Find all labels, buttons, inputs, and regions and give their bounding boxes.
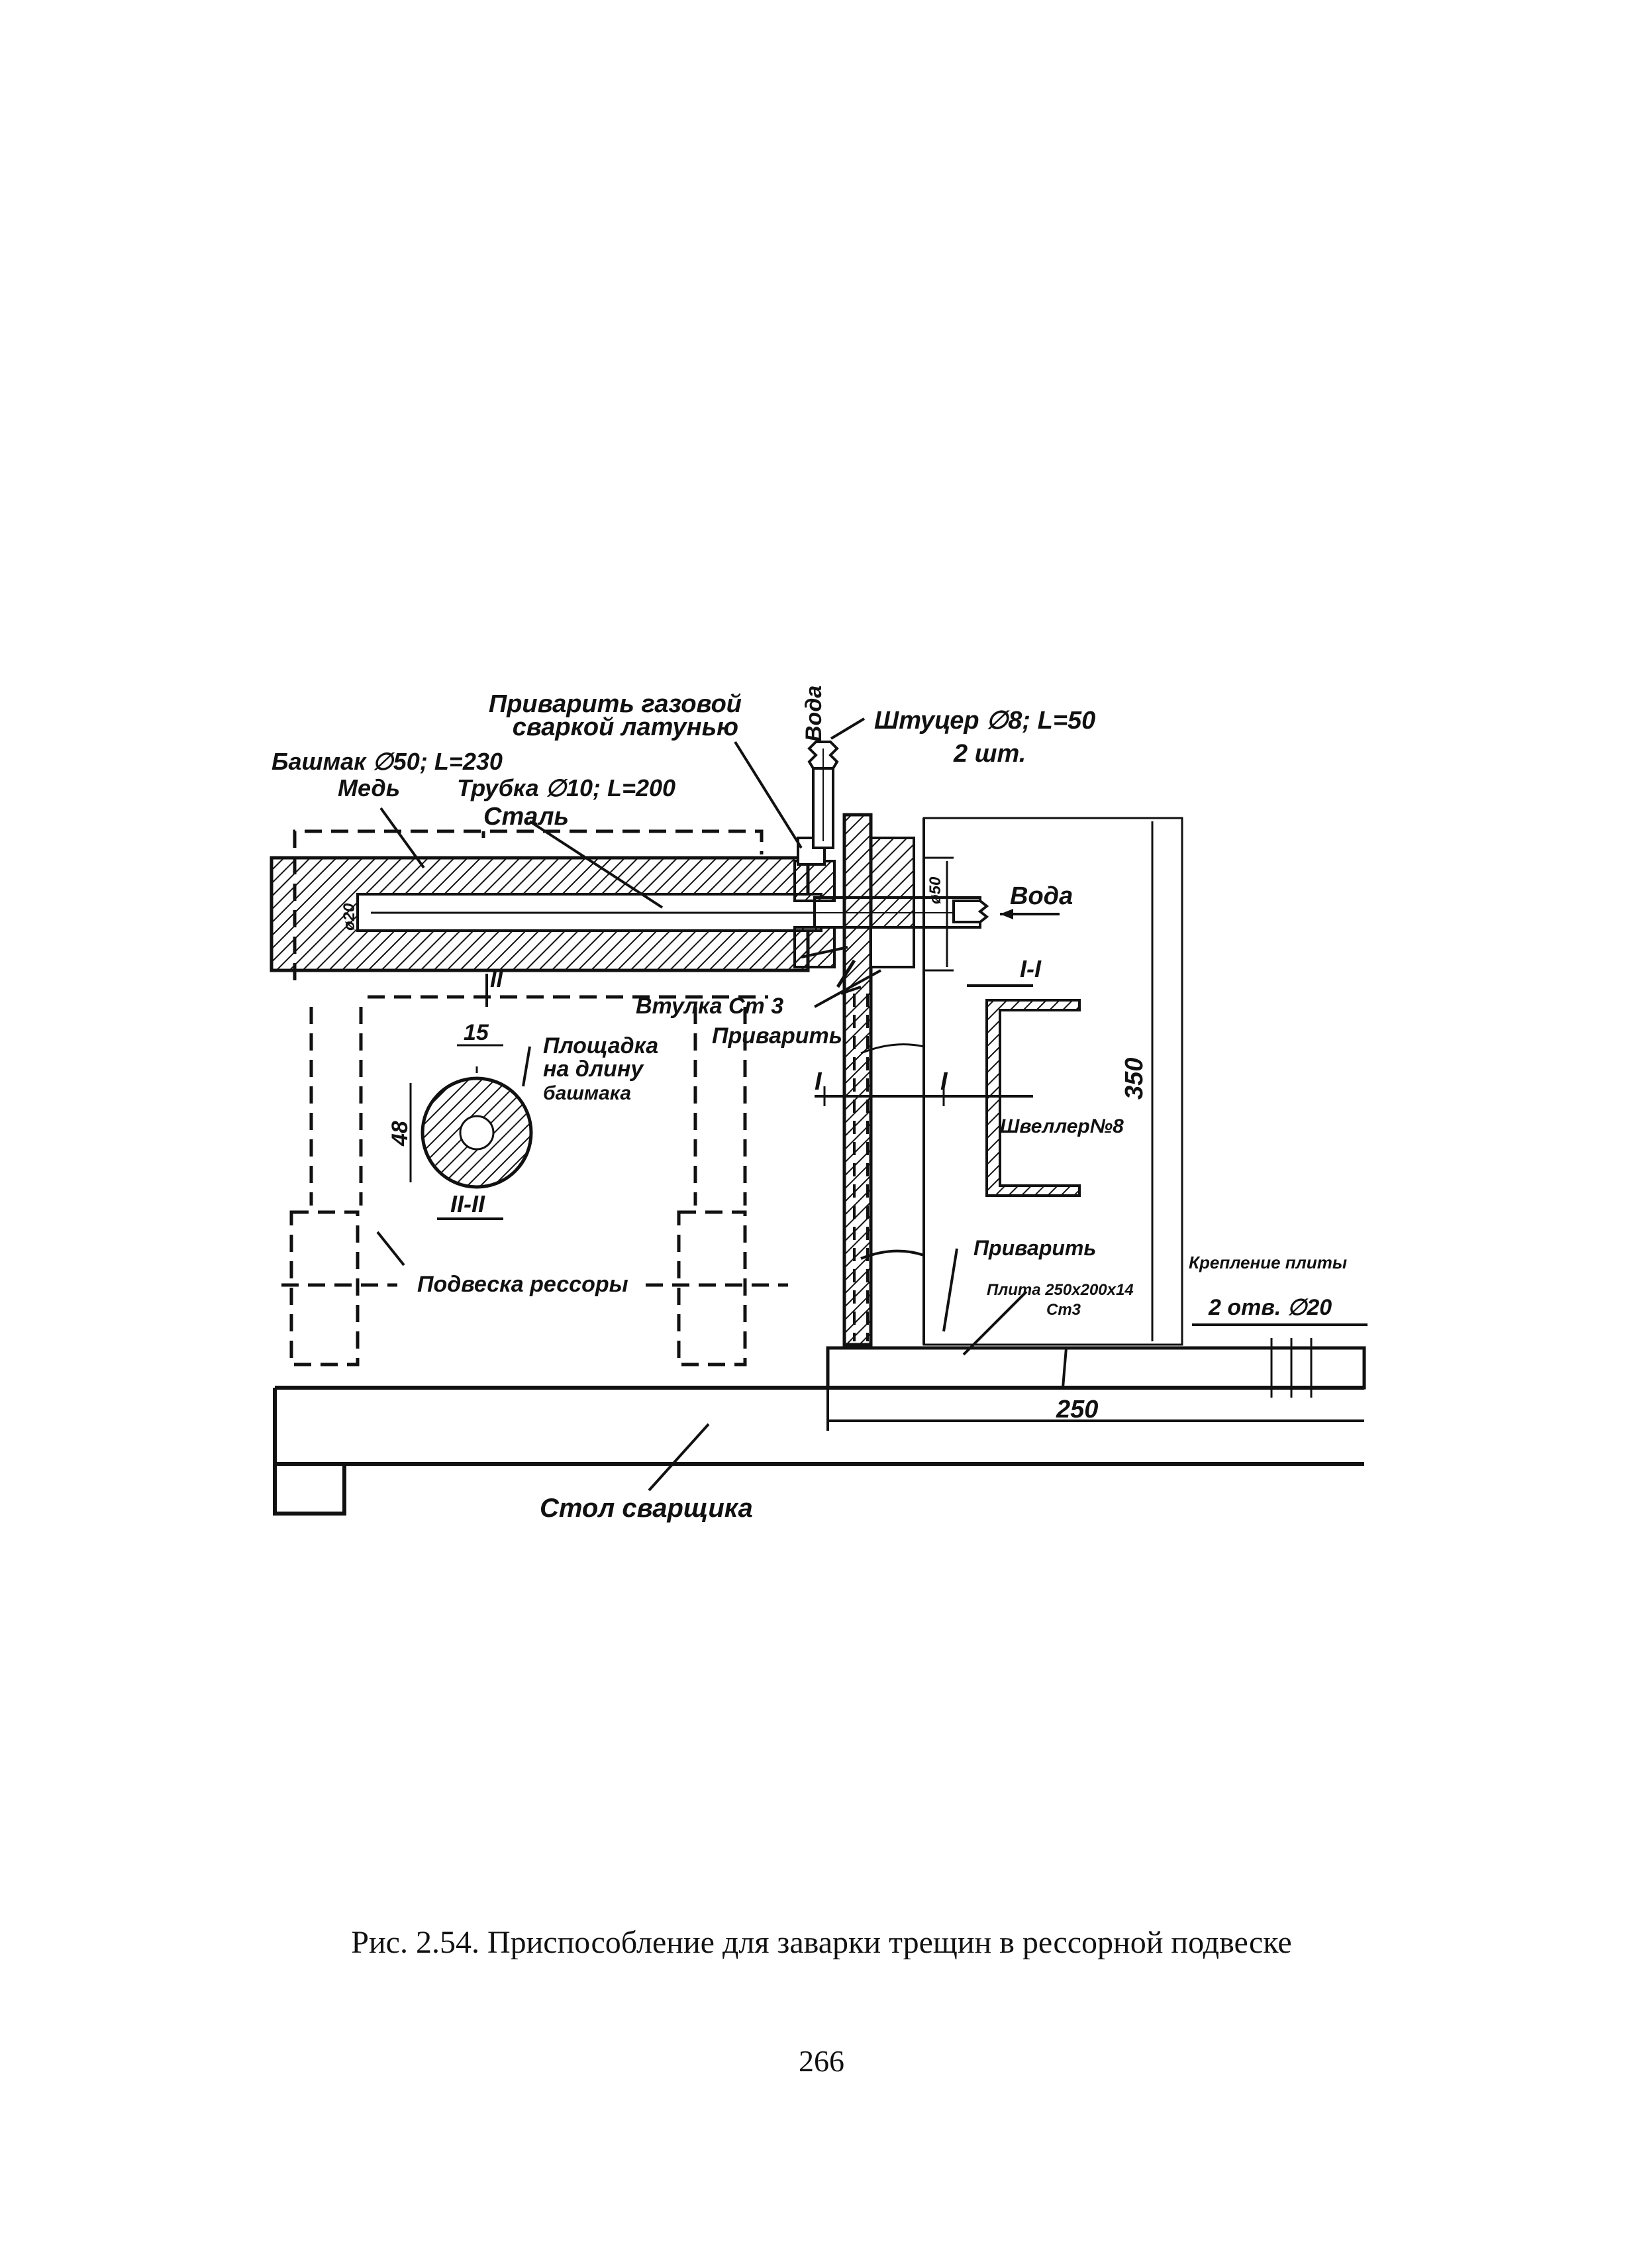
label-mark-II: II bbox=[490, 967, 503, 992]
label-pad-1: Площадка bbox=[543, 1033, 658, 1058]
label-table: Стол сварщика bbox=[540, 1494, 753, 1523]
channel-post bbox=[836, 813, 1183, 1347]
label-fitting-count: 2 шт. bbox=[953, 740, 1026, 768]
label-plate-material: Ст3 bbox=[1046, 1301, 1081, 1319]
label-section-II-II: II-II bbox=[450, 1190, 485, 1217]
label-section-I-I: I-I bbox=[1020, 955, 1042, 982]
label-water-vertical: Вода bbox=[801, 686, 826, 742]
label-pad-3: башмака bbox=[543, 1082, 631, 1104]
label-spring-hanger: Подвеска рессоры bbox=[417, 1272, 628, 1297]
label-dim-15: 15 bbox=[464, 1020, 489, 1045]
label-holes: 2 отв. ∅20 bbox=[1208, 1295, 1332, 1320]
label-pad-2: на длину bbox=[543, 1057, 644, 1082]
label-tube: Трубка ∅10; L=200 bbox=[457, 774, 675, 801]
label-mark-I-right: I bbox=[940, 1068, 948, 1096]
label-dim-50: ø50 bbox=[926, 876, 944, 904]
label-dim-350: 350 bbox=[1120, 1058, 1148, 1100]
label-dim-20: ø20 bbox=[340, 903, 358, 931]
label-channel: Швеллер№8 bbox=[1000, 1115, 1124, 1137]
spring-hanger-outline bbox=[281, 829, 788, 1366]
label-dim-250: 250 bbox=[1056, 1396, 1098, 1423]
weld-brass-line-2: сваркой латунью bbox=[513, 713, 738, 741]
section-channel bbox=[967, 984, 1081, 1197]
base-plate bbox=[826, 1323, 1368, 1422]
figure-caption: Рис. 2.54. Приспособление для заварки тр… bbox=[351, 1925, 1292, 1960]
label-dim-48: 48 bbox=[387, 1121, 413, 1147]
vertical-fitting bbox=[807, 741, 839, 849]
label-plate-fix: Крепление плиты bbox=[1189, 1253, 1347, 1272]
label-weld-2: Приварить bbox=[973, 1236, 1096, 1260]
label-mark-I-left: I bbox=[815, 1068, 822, 1096]
label-copper: Медь bbox=[338, 774, 400, 801]
section-line-I bbox=[815, 1086, 1033, 1106]
page-number: 266 bbox=[799, 2044, 844, 2078]
label-weld-brass: Приварить газовой сваркой латунью bbox=[489, 690, 742, 741]
welder-table bbox=[273, 1386, 1364, 1516]
section-circle bbox=[409, 1044, 533, 1220]
label-fitting: Штуцер ∅8; L=50 bbox=[874, 707, 1095, 735]
leader-lines bbox=[376, 717, 1028, 1492]
label-bushing: Втулка Ст 3 bbox=[636, 994, 783, 1019]
label-weld-1: Приварить bbox=[712, 1023, 842, 1049]
label-plate: Плита 250х200х14 bbox=[987, 1281, 1134, 1299]
label-steel: Сталь bbox=[483, 803, 569, 831]
shoe-block bbox=[270, 856, 828, 972]
label-shoe: Башмак ∅50; L=230 bbox=[272, 748, 503, 775]
weld-brass-line-1: Приварить газовой bbox=[489, 690, 742, 718]
label-water-out: Вода bbox=[1010, 882, 1073, 910]
